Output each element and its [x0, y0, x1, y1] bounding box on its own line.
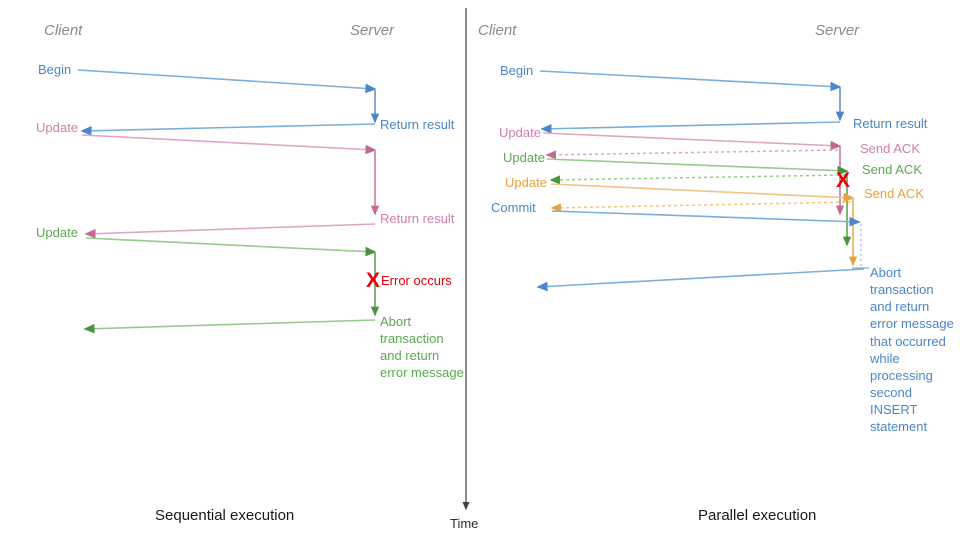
right-panel-caption: Parallel execution: [698, 507, 817, 524]
left-panel-arrows: [77, 69, 380, 334]
arrow-begin-request: [77, 69, 377, 94]
error-x-icon-right: X: [836, 169, 851, 192]
error-x-icon-left: X: [366, 269, 381, 292]
arrow-return-result-pink: [84, 223, 376, 239]
left-server-msg-return-pink: Return result: [380, 211, 455, 226]
right-client-msg-update-pink: Update: [499, 125, 541, 140]
arrow-ack-orange: [550, 201, 852, 213]
right-client-msg-update-orange: Update: [505, 175, 547, 190]
arrow-commit-request: [551, 210, 861, 227]
left-header-client: Client: [44, 22, 83, 39]
right-server-msg-return: Return result: [853, 116, 928, 131]
left-client-msg-update-pink: Update: [36, 120, 78, 135]
left-header-server: Server: [350, 22, 395, 39]
left-abort-block: Abort transaction and return error messa…: [380, 313, 464, 382]
arrow-return-result-blue: [80, 123, 376, 136]
right-client-msg-commit: Commit: [491, 200, 536, 215]
right-server-msg-ack-orange: Send ACK: [864, 186, 924, 201]
time-axis-label: Time: [450, 516, 479, 531]
left-server-msg-return-blue: Return result: [380, 117, 455, 132]
arrow-begin-request-r: [539, 70, 842, 92]
arrow-ack-green: [549, 174, 846, 185]
arrow-update-pink-request-r: [542, 132, 842, 151]
right-header-server: Server: [815, 22, 860, 39]
arrow-abort-blue-r: [536, 268, 865, 292]
arrow-return-result-blue-r: [540, 121, 841, 134]
left-panel-caption: Sequential execution: [155, 507, 295, 524]
left-client-msg-update-green: Update: [36, 225, 78, 240]
arrow-ack-pink: [545, 149, 839, 160]
right-server-msg-ack-pink: Send ACK: [860, 141, 920, 156]
right-header-client: Client: [478, 22, 517, 39]
right-abort-block: Abort transaction and return error messa…: [870, 264, 954, 436]
left-client-msg-begin: Begin: [38, 62, 72, 77]
left-abort-block-text: Abort transaction and return error messa…: [380, 314, 464, 381]
arrow-abort-green: [83, 319, 376, 334]
right-abort-block-text: Abort transaction and return error messa…: [870, 265, 954, 435]
right-server-msg-ack-green: Send ACK: [862, 162, 922, 177]
right-client-msg-begin: Begin: [500, 63, 534, 78]
arrow-update-orange-request-r: [550, 183, 855, 203]
arrow-update-green-request: [85, 237, 377, 257]
arrow-update-green-request-r: [546, 158, 849, 176]
left-error-label: Error occurs: [381, 273, 452, 288]
arrow-update-pink-request: [81, 134, 377, 155]
right-panel-arrows: [536, 70, 869, 292]
right-client-msg-update-green: Update: [503, 150, 545, 165]
